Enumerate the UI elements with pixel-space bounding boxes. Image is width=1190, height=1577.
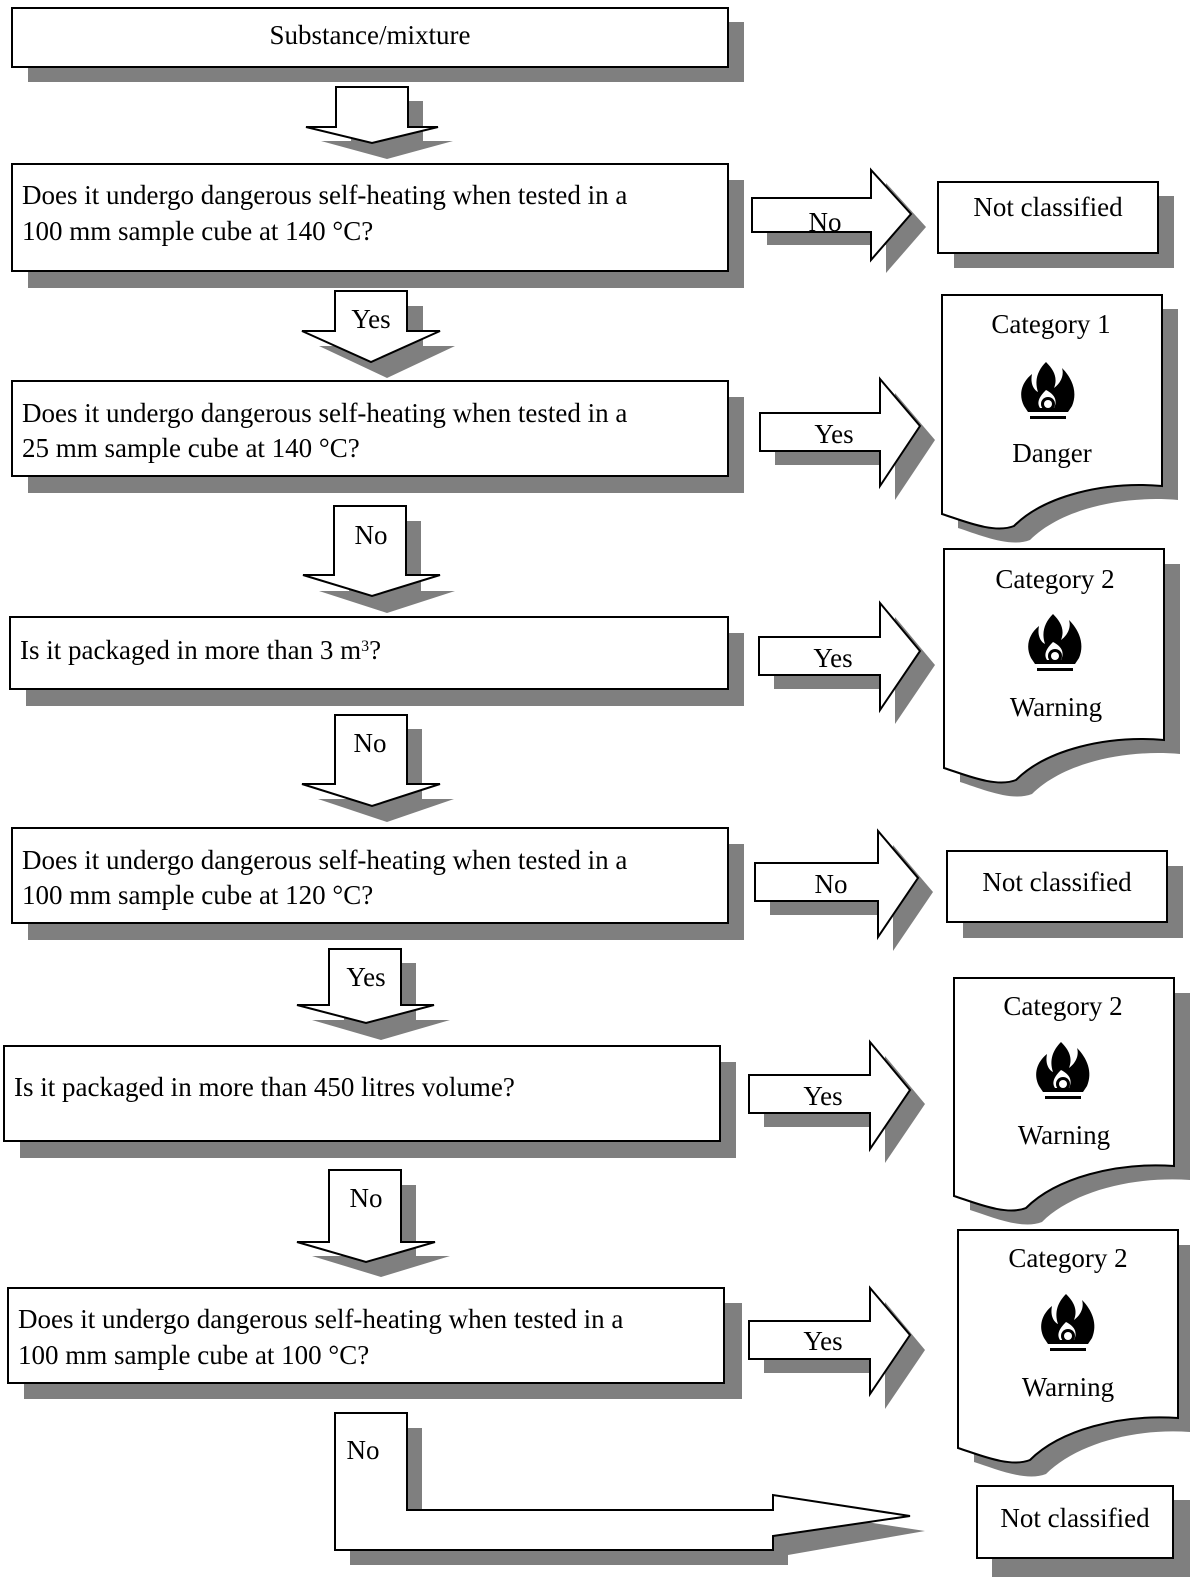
right-arrow: Yes [748, 1285, 925, 1409]
question-3-text: Is it packaged in more than 3 m3? [20, 635, 381, 665]
category-label: Category 1 [991, 309, 1110, 339]
down-arrow-label: No [355, 520, 388, 550]
question-5-text: Is it packaged in more than 450 litres v… [14, 1072, 515, 1102]
signal-word: Warning [1022, 1372, 1114, 1402]
hazard-label-outcome: Category 2 Warning [953, 977, 1190, 1225]
hazard-label-outcome: Category 1 Danger [941, 294, 1178, 543]
question-6-line2: 100 mm sample cube at 100 °C? [18, 1340, 369, 1370]
question-box-2: Does it undergo dangerous self-heating w… [11, 380, 744, 493]
down-arrow-label: No [354, 728, 387, 758]
question-1-line2: 100 mm sample cube at 140 °C? [22, 216, 373, 246]
down-arrow: No [301, 714, 454, 822]
outcome-label: Not classified [973, 192, 1123, 222]
category-label: Category 2 [995, 564, 1114, 594]
question-3-suffix: ? [369, 635, 381, 665]
start-box: Substance/mixture [11, 7, 744, 82]
outcome-box: Not classified [937, 181, 1174, 268]
question-box-1: Does it undergo dangerous self-heating w… [11, 163, 744, 288]
down-arrow: No [302, 505, 455, 613]
signal-word: Warning [1010, 692, 1102, 722]
question-box-5: Is it packaged in more than 450 litres v… [3, 1045, 736, 1158]
category-label: Category 2 [1008, 1243, 1127, 1273]
down-arrow: Yes [301, 290, 455, 378]
down-arrow: Yes [296, 948, 450, 1040]
start-label: Substance/mixture [270, 20, 471, 50]
outcome-label: Not classified [1000, 1503, 1150, 1533]
right-arrow: Yes [748, 1039, 925, 1163]
question-4-line1: Does it undergo dangerous self-heating w… [22, 845, 627, 875]
elbow-arrow: No [334, 1412, 925, 1565]
hazard-label-outcome: Category 2 Warning [943, 548, 1180, 797]
signal-word: Warning [1018, 1120, 1110, 1150]
hazard-label-outcome: Category 2 Warning [957, 1229, 1190, 1477]
outcome-label: Not classified [982, 867, 1132, 897]
down-arrow-label: Yes [351, 304, 390, 334]
right-arrow: Yes [758, 600, 935, 724]
question-box-6: Does it undergo dangerous self-heating w… [7, 1287, 742, 1399]
right-arrow-label: Yes [814, 419, 853, 449]
question-4-line2: 100 mm sample cube at 120 °C? [22, 880, 373, 910]
question-box-3: Is it packaged in more than 3 m3? [9, 616, 744, 706]
outcome-box: Not classified [976, 1485, 1190, 1577]
outcome-box: Not classified [946, 850, 1183, 938]
question-box-4: Does it undergo dangerous self-heating w… [11, 827, 744, 940]
right-arrow-label: No [815, 869, 848, 899]
question-1-line1: Does it undergo dangerous self-heating w… [22, 180, 627, 210]
down-arrow [305, 86, 453, 159]
question-2-line1: Does it undergo dangerous self-heating w… [22, 398, 627, 428]
down-arrow: No [296, 1169, 450, 1277]
question-3-superscript: 3 [361, 638, 369, 655]
right-arrow: No [751, 167, 926, 273]
category-label: Category 2 [1003, 991, 1122, 1021]
right-arrow-label: Yes [803, 1081, 842, 1111]
right-arrow-label: No [809, 207, 842, 237]
right-arrow: No [754, 828, 933, 951]
signal-word: Danger [1012, 438, 1091, 468]
question-2-line2: 25 mm sample cube at 140 °C? [22, 433, 360, 463]
right-arrow: Yes [759, 376, 935, 500]
down-arrow-label: Yes [346, 962, 385, 992]
down-arrow-label: No [350, 1183, 383, 1213]
question-6-line1: Does it undergo dangerous self-heating w… [18, 1304, 623, 1334]
down-arrow-label: No [347, 1435, 380, 1465]
question-3-main: Is it packaged in more than 3 m [20, 635, 361, 665]
right-arrow-label: Yes [813, 643, 852, 673]
right-arrow-label: Yes [803, 1326, 842, 1356]
